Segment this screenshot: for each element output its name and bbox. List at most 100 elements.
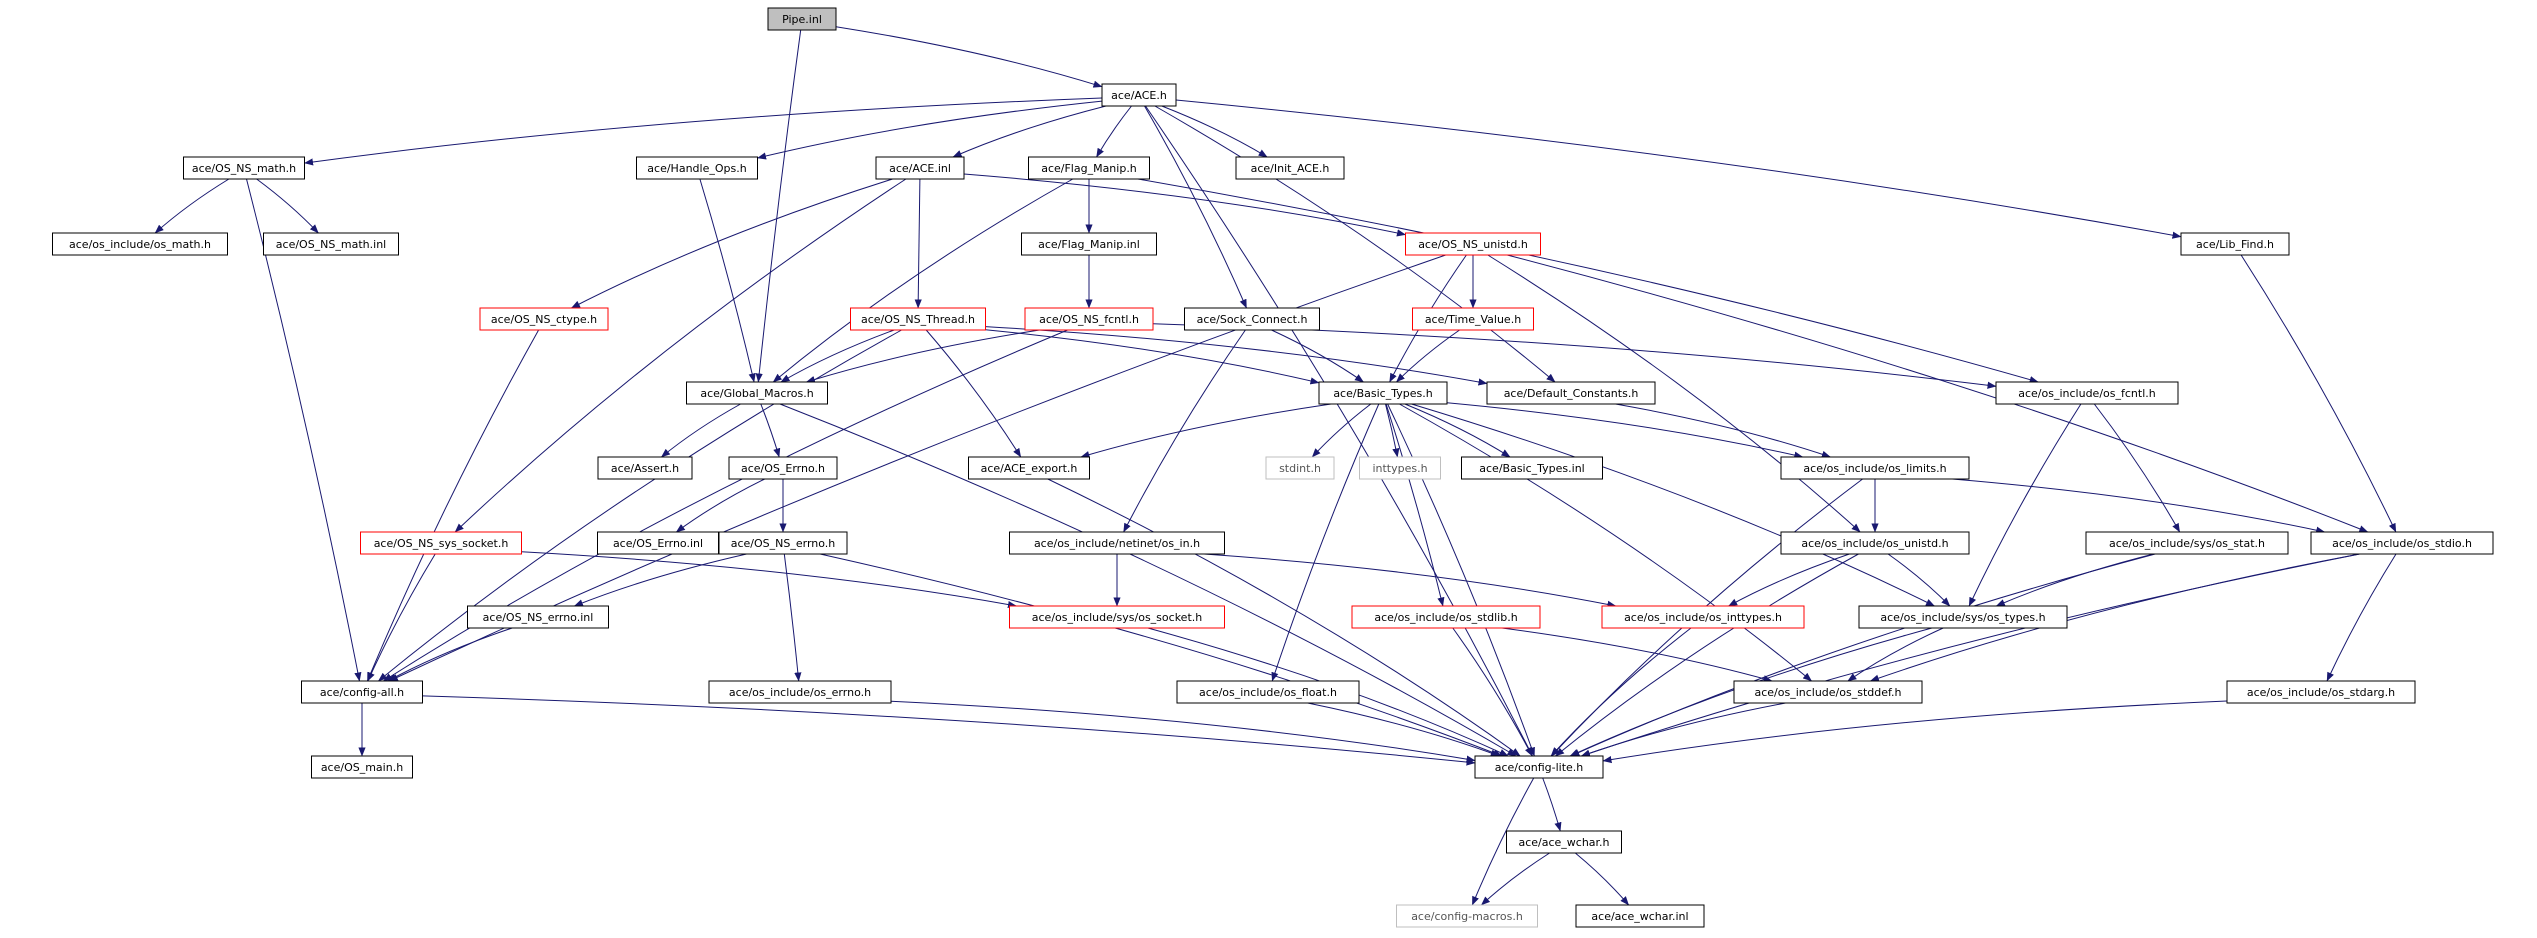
node-sock-connect-h[interactable]: ace/Sock_Connect.h	[1184, 307, 1320, 331]
node-assert-h[interactable]: ace/Assert.h	[597, 456, 693, 480]
node-ace-export-h[interactable]: ace/ACE_export.h	[968, 456, 1090, 480]
node-os-ns-thread-h[interactable]: ace/OS_NS_Thread.h	[850, 307, 986, 331]
node-box	[360, 531, 522, 555]
node-os-ns-errno-h[interactable]: ace/OS_NS_errno.h	[718, 531, 848, 555]
node-label: ace/os_include/sys/os_stat.h	[2109, 537, 2265, 550]
edge-ace-h-to-sock-connect-h	[1144, 105, 1247, 309]
node-box	[1733, 680, 1923, 704]
node-os-ns-errno-inl[interactable]: ace/OS_NS_errno.inl	[467, 605, 609, 629]
node-label: ace/config-all.h	[320, 686, 404, 699]
node-flag-manip-inl[interactable]: ace/Flag_Manip.inl	[1021, 232, 1157, 256]
node-os-errno-h[interactable]: ace/os_include/os_errno.h	[708, 680, 892, 704]
edge-os-ns-thread-h-to-ace-export-h	[925, 329, 1022, 458]
node-box	[636, 156, 758, 180]
node-box	[968, 456, 1090, 480]
node-box	[728, 456, 838, 480]
node-config-lite-h[interactable]: ace/config-lite.h	[1474, 755, 1604, 779]
node-time-value-h[interactable]: ace/Time_Value.h	[1412, 307, 1534, 331]
edge-os-float-h-to-config-lite-h	[1307, 702, 1500, 757]
node-os-ns-ctype-h[interactable]: ace/OS_NS_ctype.h	[479, 307, 609, 331]
node-label: ace/Default_Constants.h	[1504, 387, 1639, 400]
edge-basic-types-h-to-ace-export-h	[1080, 403, 1332, 459]
edge-os-ns-math-h-to-os-ns-math-inl	[256, 178, 319, 234]
edge-os-ns-thread-h-to-config-all-h	[378, 329, 902, 682]
edge-os-limits-h-to-os-stdio-h	[1952, 478, 2326, 534]
node-os-math-h[interactable]: ace/os_include/os_math.h	[52, 232, 228, 256]
node-box	[875, 156, 965, 180]
node-os-stddef-h[interactable]: ace/os_include/os_stddef.h	[1733, 680, 1923, 704]
edge-ace-inl-to-os-ns-ctype-h	[570, 178, 893, 309]
edge-basic-types-h-to-sys-os-types-h	[1411, 403, 1935, 607]
node-os-float-h[interactable]: ace/os_include/os_float.h	[1176, 680, 1360, 704]
node-label: ace/os_include/sys/os_socket.h	[1032, 611, 1202, 624]
node-os-main-h[interactable]: ace/OS_main.h	[311, 755, 413, 779]
edge-global-macros-h-to-config-lite-h	[779, 403, 1517, 757]
node-label: ace/os_include/netinet/os_in.h	[1034, 537, 1200, 550]
node-global-macros-h[interactable]: ace/Global_Macros.h	[686, 381, 828, 405]
node-box	[52, 232, 228, 256]
node-os-errno-inl[interactable]: ace/OS_Errno.inl	[597, 531, 719, 555]
node-pipe-inl[interactable]: Pipe.inl	[767, 7, 837, 31]
edge-ace-h-to-init-ace-h	[1161, 105, 1268, 158]
edge-flag-manip-h-to-os-fcntl-h	[1137, 178, 2039, 384]
edge-basic-types-h-to-config-lite-h	[1387, 403, 1535, 757]
node-box	[479, 307, 609, 331]
node-os-ns-math-h[interactable]: ace/OS_NS_math.h	[183, 156, 305, 180]
node-box	[718, 531, 848, 555]
node-box	[1009, 605, 1225, 629]
edge-flag-manip-h-to-global-macros-h	[772, 178, 1074, 383]
node-label: ace/Sock_Connect.h	[1197, 313, 1308, 326]
edge-basic-types-h-to-stdint-h	[1311, 403, 1372, 458]
edge-ace-export-h-to-config-lite-h	[1047, 478, 1521, 757]
edge-os-stdlib-h-to-os-stddef-h	[1501, 627, 1773, 683]
node-os-stdlib-h[interactable]: ace/os_include/os_stdlib.h	[1351, 605, 1541, 629]
node-ace-wchar-inl[interactable]: ace/ace_wchar.inl	[1575, 904, 1705, 928]
node-os-ns-sys-socket-h[interactable]: ace/OS_NS_sys_socket.h	[360, 531, 522, 555]
node-os-ns-fcntl-h[interactable]: ace/OS_NS_fcntl.h	[1024, 307, 1154, 331]
node-os-inttypes-h[interactable]: ace/os_include/os_inttypes.h	[1601, 605, 1805, 629]
node-ace-h[interactable]: ace/ACE.h	[1101, 83, 1177, 107]
edge-basic-types-h-to-os-stddef-h	[1399, 403, 1812, 682]
node-netinet-in-h[interactable]: ace/os_include/netinet/os_in.h	[1009, 531, 1225, 555]
node-ace-inl[interactable]: ace/ACE.inl	[875, 156, 965, 180]
node-os-limits-h[interactable]: ace/os_include/os_limits.h	[1780, 456, 1970, 480]
edge-config-all-h-to-config-lite-h	[422, 695, 1476, 766]
node-flag-manip-h[interactable]: ace/Flag_Manip.h	[1028, 156, 1150, 180]
node-os-unistd-h[interactable]: ace/os_include/os_unistd.h	[1780, 531, 1970, 555]
node-label: ace/os_include/os_float.h	[1199, 686, 1337, 699]
node-config-all-h[interactable]: ace/config-all.h	[301, 680, 423, 704]
node-box	[1474, 755, 1604, 779]
node-box	[1176, 680, 1360, 704]
node-default-constants-h[interactable]: ace/Default_Constants.h	[1486, 381, 1656, 405]
node-lib-find-h[interactable]: ace/Lib_Find.h	[2180, 232, 2290, 256]
edge-os-ns-sys-socket-h-to-sys-os-socket-h	[521, 551, 1017, 609]
node-label: ace/os_include/os_errno.h	[729, 686, 871, 699]
edge-os-ns-fcntl-h-to-global-macros-h	[805, 329, 1040, 383]
edge-os-inttypes-h-to-config-lite-h	[1550, 627, 1692, 757]
node-box	[1396, 904, 1538, 928]
node-os-fcntl-h[interactable]: ace/os_include/os_fcntl.h	[1995, 381, 2179, 405]
node-config-macros-h: ace/config-macros.h	[1396, 904, 1538, 928]
node-sys-os-stat-h[interactable]: ace/os_include/sys/os_stat.h	[2085, 531, 2289, 555]
node-basic-types-h[interactable]: ace/Basic_Types.h	[1318, 381, 1448, 405]
node-handle-ops-h[interactable]: ace/Handle_Ops.h	[636, 156, 758, 180]
node-ace-wchar-h[interactable]: ace/ace_wchar.h	[1506, 830, 1622, 854]
node-basic-types-inl[interactable]: ace/Basic_Types.inl	[1461, 456, 1603, 480]
node-stdint-h: stdint.h	[1265, 456, 1335, 480]
node-label: ace/config-lite.h	[1495, 761, 1584, 774]
node-box	[1359, 456, 1441, 480]
node-os-stdio-h[interactable]: ace/os_include/os_stdio.h	[2310, 531, 2494, 555]
node-box	[1265, 456, 1335, 480]
edge-os-ns-errno-inl-to-config-all-h	[387, 627, 513, 682]
node-label: ace/OS_Errno.h	[741, 462, 825, 475]
node-box	[1101, 83, 1177, 107]
node-os-errno-h-ace[interactable]: ace/OS_Errno.h	[728, 456, 838, 480]
node-sys-os-socket-h[interactable]: ace/os_include/sys/os_socket.h	[1009, 605, 1225, 629]
node-os-stdarg-h[interactable]: ace/os_include/os_stdarg.h	[2226, 680, 2416, 704]
node-os-ns-math-inl[interactable]: ace/OS_NS_math.inl	[263, 232, 399, 256]
node-init-ace-h[interactable]: ace/Init_ACE.h	[1235, 156, 1345, 180]
node-sys-os-types-h[interactable]: ace/os_include/sys/os_types.h	[1858, 605, 2068, 629]
node-os-ns-unistd-h[interactable]: ace/OS_NS_unistd.h	[1405, 232, 1541, 256]
edge-os-stdlib-h-to-config-lite-h	[1452, 627, 1533, 757]
edge-ace-h-to-lib-find-h	[1175, 99, 2182, 239]
